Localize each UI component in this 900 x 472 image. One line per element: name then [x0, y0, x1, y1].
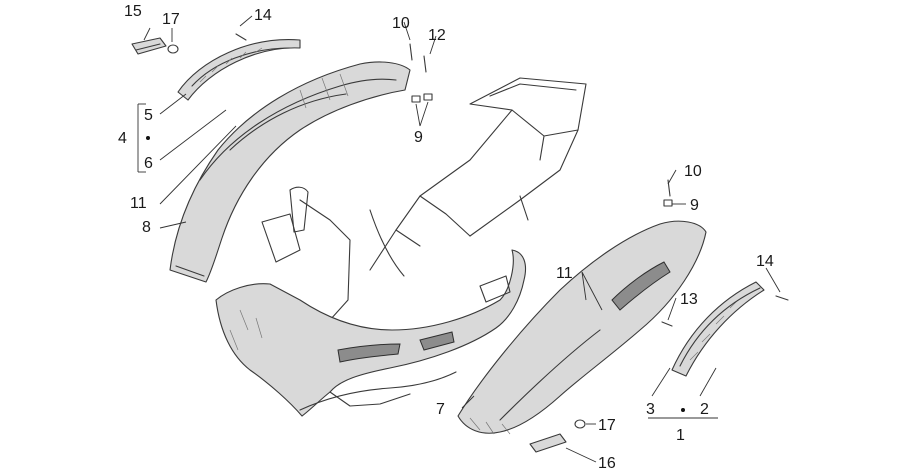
part-3-grill-frame-right: [679, 287, 761, 367]
callout-10-top: 10: [392, 15, 410, 32]
callout-12: 12: [428, 27, 446, 44]
callout-1: 1: [676, 427, 685, 444]
frame: [261, 77, 587, 321]
callout-11-right: 11: [556, 265, 573, 282]
callout-17-top: 17: [162, 11, 180, 28]
callout-16: 16: [598, 455, 616, 472]
part-17-washer: [167, 44, 179, 54]
part-15-trim-piece: [131, 37, 167, 55]
callout-15: 15: [124, 3, 142, 20]
callout-17-bottom: 17: [598, 417, 616, 434]
callout-11-left: 11: [130, 195, 147, 212]
part-7-right-side-panel: [457, 220, 707, 435]
callout-14-right: 14: [756, 253, 774, 270]
callout-9-right: 9: [690, 197, 699, 214]
callout-3: 3: [646, 401, 655, 418]
callout-7: 7: [436, 401, 445, 418]
part-14-screw-left: [235, 33, 247, 41]
callout-6: 6: [144, 155, 153, 172]
callout-2: 2: [700, 401, 709, 418]
part-5-side-grill-left: [177, 39, 301, 101]
part-17-washer-bottom: [574, 419, 586, 429]
part-16-trim-piece: [529, 433, 567, 453]
callout-4-dot: [146, 136, 150, 140]
callout-14-top: 14: [254, 7, 272, 24]
callout-1-dot: [681, 408, 685, 412]
callout-4: 4: [118, 130, 127, 147]
part-8-left-side-panel: [169, 61, 411, 283]
callout-10-right: 10: [684, 163, 702, 180]
part-2-side-grill-right: [671, 281, 765, 377]
callout-labels: 15 17 14 5 4 6 11 8 10 12 9 10 9 11 14 1…: [118, 3, 774, 472]
fastener-screws: [409, 43, 789, 327]
lower-body-panel: [215, 249, 527, 417]
callout-9-top: 9: [414, 129, 423, 146]
callout-8: 8: [142, 219, 151, 236]
callout-5: 5: [144, 107, 153, 124]
leader-lines: [137, 15, 781, 463]
callout-13: 13: [680, 291, 698, 308]
